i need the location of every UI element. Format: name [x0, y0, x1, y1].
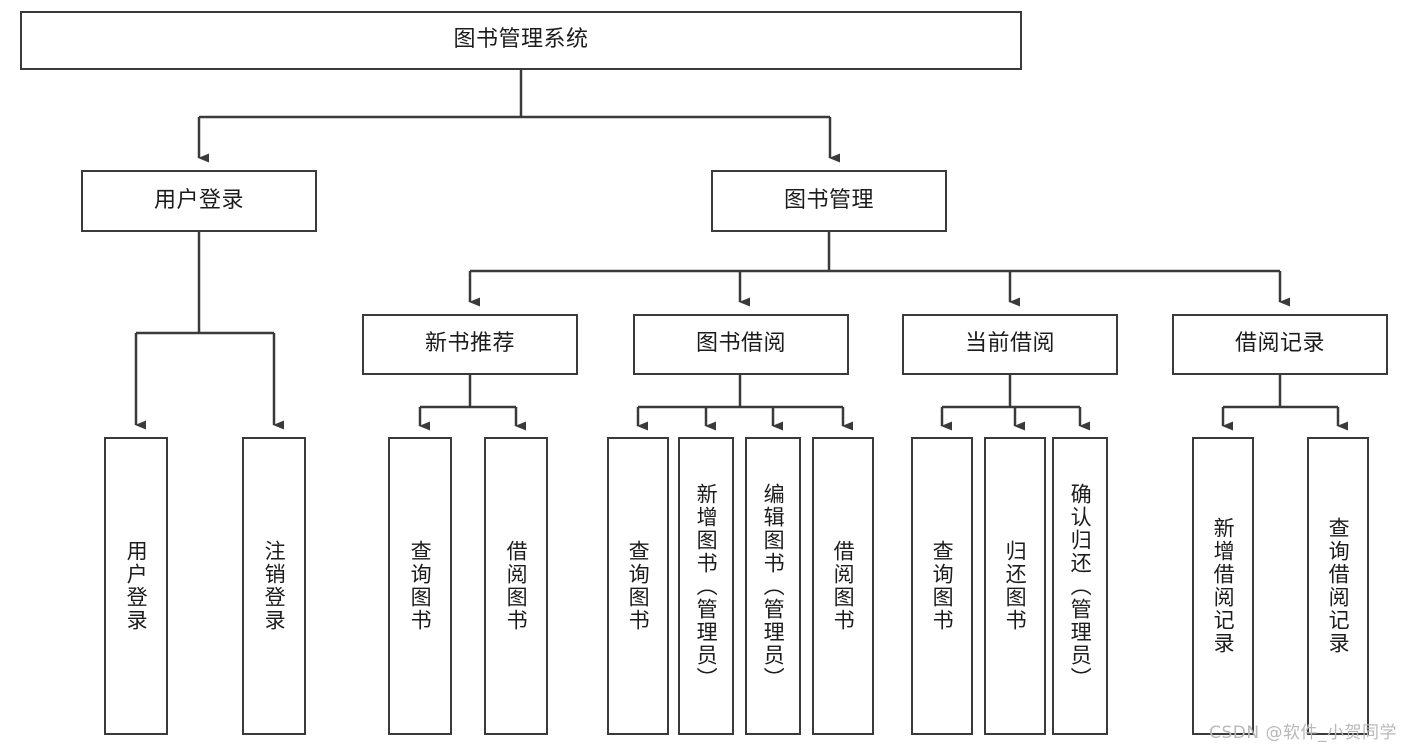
node-leaf-add-borrow-record[interactable]: 新增借阅记录 — [1192, 437, 1254, 735]
node-leaf-add-book-admin-label: 新增图书（管理员） — [694, 482, 719, 690]
node-new-book-recommend[interactable]: 新书推荐 — [362, 314, 578, 375]
node-user-login[interactable]: 用户登录 — [81, 170, 317, 232]
node-root[interactable]: 图书管理系统 — [20, 11, 1022, 70]
node-leaf-user-login[interactable]: 用户登录 — [104, 437, 168, 735]
node-leaf-add-book-admin[interactable]: 新增图书（管理员） — [678, 437, 734, 735]
node-leaf-borrow-book-label: 借阅图书 — [831, 540, 856, 632]
node-leaf-query-book-current-label: 查询图书 — [930, 540, 955, 632]
node-leaf-return-book[interactable]: 归还图书 — [984, 437, 1046, 735]
node-leaf-query-book-borrow[interactable]: 查询图书 — [607, 437, 669, 735]
csdn-watermark: CSDN @软件_小贺同学 — [1209, 723, 1397, 743]
node-borrow-record[interactable]: 借阅记录 — [1172, 314, 1388, 375]
node-book-borrow[interactable]: 图书借阅 — [633, 314, 849, 375]
node-current-borrow-label: 当前借阅 — [964, 331, 1055, 357]
node-book-borrow-label: 图书借阅 — [695, 331, 786, 357]
node-leaf-user-login-label: 用户登录 — [124, 540, 149, 632]
node-leaf-confirm-return-admin-label: 确认归还（管理员） — [1068, 482, 1093, 690]
node-leaf-confirm-return-admin[interactable]: 确认归还（管理员） — [1052, 437, 1108, 735]
node-new-book-recommend-label: 新书推荐 — [424, 331, 515, 357]
node-leaf-query-borrow-record[interactable]: 查询借阅记录 — [1307, 437, 1369, 735]
node-book-management-label: 图书管理 — [783, 187, 874, 213]
node-leaf-logout-login-label: 注销登录 — [262, 540, 287, 632]
node-leaf-add-borrow-record-label: 新增借阅记录 — [1211, 517, 1236, 655]
node-current-borrow[interactable]: 当前借阅 — [902, 314, 1118, 375]
node-leaf-edit-book-admin[interactable]: 编辑图书（管理员） — [745, 437, 801, 735]
node-leaf-borrow-book[interactable]: 借阅图书 — [812, 437, 874, 735]
node-leaf-query-borrow-record-label: 查询借阅记录 — [1326, 517, 1351, 655]
node-leaf-borrow-book-recommend-label: 借阅图书 — [504, 540, 529, 632]
node-root-label: 图书管理系统 — [453, 27, 589, 53]
node-leaf-query-book-borrow-label: 查询图书 — [626, 540, 651, 632]
node-leaf-return-book-label: 归还图书 — [1003, 540, 1028, 632]
node-user-login-label: 用户登录 — [153, 187, 244, 213]
node-leaf-query-book-recommend-label: 查询图书 — [408, 540, 433, 632]
node-leaf-query-book-recommend[interactable]: 查询图书 — [388, 437, 452, 735]
node-book-management[interactable]: 图书管理 — [711, 170, 947, 232]
node-leaf-logout-login[interactable]: 注销登录 — [242, 437, 306, 735]
node-leaf-borrow-book-recommend[interactable]: 借阅图书 — [484, 437, 548, 735]
node-leaf-edit-book-admin-label: 编辑图书（管理员） — [761, 482, 786, 690]
node-borrow-record-label: 借阅记录 — [1234, 331, 1325, 357]
node-leaf-query-book-current[interactable]: 查询图书 — [911, 437, 973, 735]
